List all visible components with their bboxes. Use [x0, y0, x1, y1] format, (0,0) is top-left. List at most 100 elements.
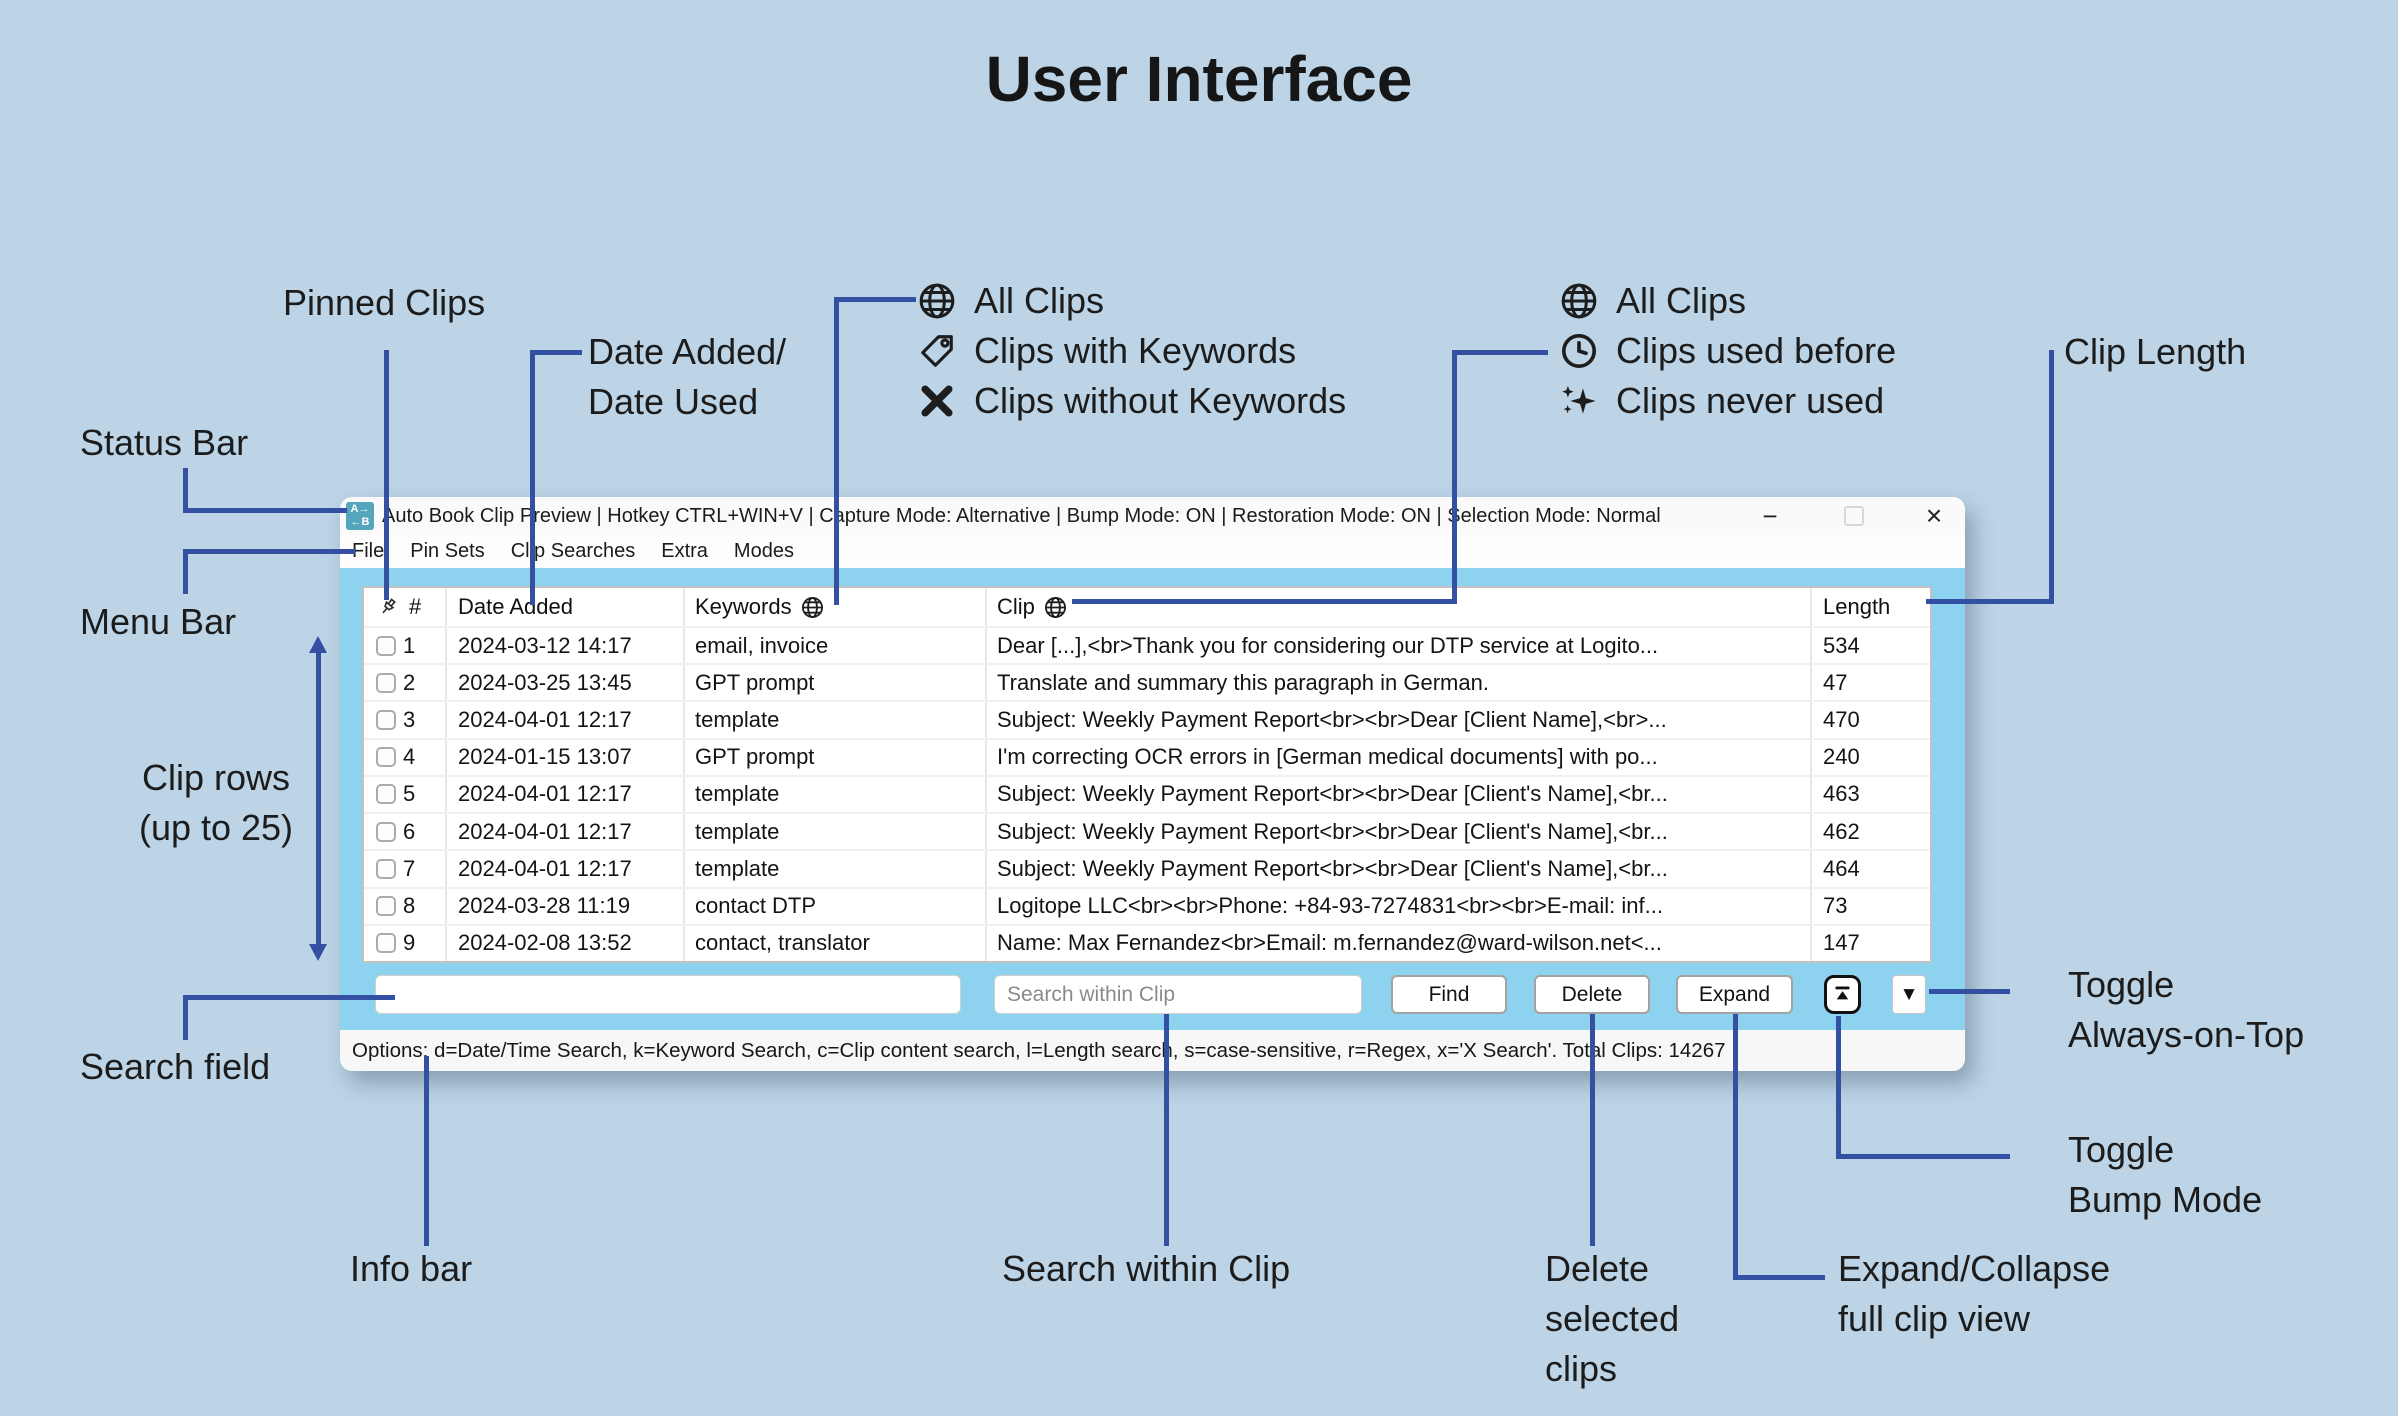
column-divider	[985, 588, 987, 961]
row-checkbox[interactable]	[376, 896, 396, 917]
label-search-field: Search field	[80, 1046, 271, 1087]
title-bar[interactable]: A→ ←B Auto Book Clip Preview | Hotkey CT…	[340, 497, 1965, 535]
legend-row: All Clips	[1558, 276, 1896, 326]
column-divider	[1810, 588, 1812, 961]
menu-item-modes[interactable]: Modes	[733, 540, 794, 562]
row-date-added: 2024-04-01 12:17	[458, 781, 632, 807]
row-clip-preview: Subject: Weekly Payment Report<br><br>De…	[997, 707, 1667, 733]
row-length: 240	[1823, 744, 1860, 770]
row-date-added: 2024-03-28 11:19	[458, 893, 631, 919]
window-title: Auto Book Clip Preview | Hotkey CTRL+WIN…	[382, 505, 1661, 527]
line-menu-bar-h	[183, 549, 355, 554]
bump-mode-toggle-button[interactable]	[1824, 975, 1861, 1014]
globe-icon	[916, 280, 958, 322]
menu-item-pin-sets[interactable]: Pin Sets	[410, 540, 485, 562]
line-search-within-v	[1164, 1014, 1169, 1246]
delete-button[interactable]: Delete	[1534, 975, 1650, 1014]
line-bump-mode-h	[1836, 1154, 2010, 1159]
row-keywords: GPT prompt	[695, 669, 815, 695]
line-date-added-h	[530, 350, 582, 355]
row-clip-preview: Logitope LLC<br><br>Phone: +84-93-727483…	[997, 893, 1663, 919]
line-bump-mode-v	[1836, 1016, 1841, 1159]
table-header: # Date Added Keywords Clip Length	[364, 588, 1930, 626]
header-date-added[interactable]: Date Added	[458, 594, 573, 619]
expand-button[interactable]: Expand	[1676, 975, 1793, 1014]
maximize-icon	[1844, 506, 1864, 526]
header-clip[interactable]: Clip	[997, 588, 1068, 626]
keywords-filter-globe-icon[interactable]	[801, 595, 825, 619]
header-pinned[interactable]: #	[374, 588, 421, 626]
row-number: 4	[403, 744, 416, 770]
row-checkbox[interactable]	[376, 710, 396, 731]
label-clip-length: Clip Length	[2064, 331, 2247, 372]
row-length: 47	[1823, 669, 1848, 695]
always-on-top-toggle-button[interactable]: ▼	[1892, 975, 1926, 1014]
row-checkbox[interactable]	[376, 784, 396, 805]
row-length: 147	[1823, 930, 1860, 956]
app-window: A→ ←B Auto Book Clip Preview | Hotkey CT…	[340, 497, 1965, 1071]
menu-item-clip-searches[interactable]: Clip Searches	[510, 540, 636, 562]
row-number: 3	[403, 707, 416, 733]
line-search-field-v	[183, 995, 188, 1040]
row-length: 73	[1823, 893, 1848, 919]
row-date-added: 2024-04-01 12:17	[458, 707, 632, 733]
row-checkbox[interactable]	[376, 858, 396, 879]
pin-icon	[374, 594, 400, 620]
search-input[interactable]	[375, 975, 961, 1014]
menu-item-extra[interactable]: Extra	[661, 540, 708, 562]
label-delete-clips: Delete selected clips	[1545, 1248, 1680, 1389]
row-clip-preview: Name: Max Fernandez<br>Email: m.fernande…	[997, 930, 1662, 956]
row-number: 6	[403, 818, 416, 844]
find-button[interactable]: Find	[1391, 975, 1507, 1014]
line-status-bar-h	[183, 508, 347, 513]
row-checkbox[interactable]	[376, 635, 396, 656]
row-keywords: email, invoice	[695, 632, 829, 658]
app-icon: A→ ←B	[346, 502, 374, 530]
menu-bar: File Pin Sets Clip Searches Extra Modes	[340, 535, 1965, 568]
line-clip-globe-h2	[1452, 350, 1548, 355]
minimize-button[interactable]: −	[1762, 500, 1778, 531]
header-length[interactable]: Length	[1823, 594, 1891, 619]
legend-label: Clips never used	[1616, 380, 1885, 421]
row-checkbox[interactable]	[376, 672, 396, 693]
legend-label: Clips with Keywords	[974, 330, 1297, 371]
clip-filter-globe-icon[interactable]	[1044, 595, 1068, 619]
row-date-added: 2024-04-01 12:17	[458, 855, 632, 881]
legend-row: All Clips	[916, 276, 1346, 326]
label-toggle-always-on-top: Toggle Always-on-Top	[2068, 964, 2305, 1055]
column-divider	[445, 588, 447, 961]
row-date-added: 2024-03-12 14:17	[458, 632, 632, 658]
sparkles-icon	[1558, 380, 1600, 422]
menu-item-file[interactable]: File	[352, 540, 385, 562]
close-button[interactable]: ×	[1925, 500, 1943, 531]
label-date-added: Date Added/ Date Used	[588, 331, 787, 422]
header-number: #	[409, 594, 422, 619]
label-clip-rows: Clip rows (up to 25)	[138, 757, 294, 848]
row-checkbox[interactable]	[376, 933, 396, 954]
line-status-bar-v	[183, 468, 188, 513]
line-clip-length-h	[1926, 599, 2054, 604]
label-info-bar: Info bar	[350, 1248, 473, 1289]
line-delete-v	[1590, 1014, 1595, 1246]
maximize-button[interactable]	[1832, 497, 1876, 535]
header-keywords[interactable]: Keywords	[695, 588, 825, 626]
row-date-added: 2024-02-08 13:52	[458, 930, 632, 956]
row-clip-preview: I'm correcting OCR errors in [German med…	[997, 744, 1658, 770]
row-checkbox[interactable]	[376, 747, 396, 768]
row-checkbox[interactable]	[376, 821, 396, 842]
line-always-on-top-h	[1929, 989, 2010, 994]
search-within-clip-input[interactable]	[994, 975, 1362, 1014]
row-number: 5	[403, 781, 416, 807]
